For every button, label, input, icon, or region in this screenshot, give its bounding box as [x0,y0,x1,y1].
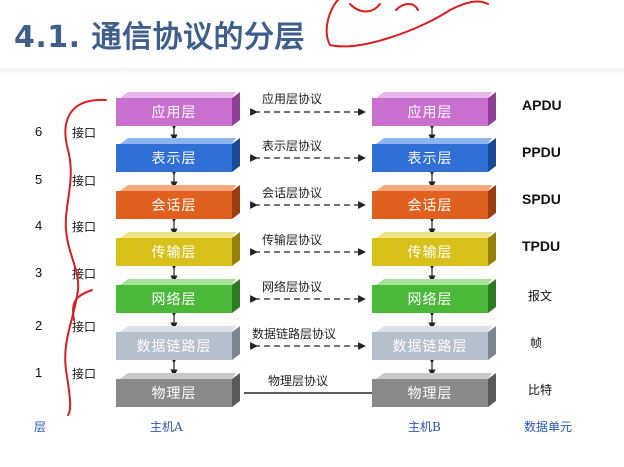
interface-label-6: 接口 [72,126,97,140]
pdu-label-application: APDU [522,97,562,113]
interface-number-1: 1 [35,365,43,380]
footer-data-unit-label: 数据单元 [524,420,573,434]
interface-label-3: 接口 [72,267,97,281]
protocol-label-physical: 物理层协议 [268,374,329,388]
footer-host-a-label: 主机A [150,420,183,434]
host-b-presentation-layer: 表示层 [372,144,488,172]
pdu-label-transport: TPDU [522,238,561,254]
host-a-presentation-layer: 表示层 [116,144,232,172]
host-a-transport-layer: 传输层 [116,238,232,266]
host-a-application-layer: 应用层 [116,98,232,126]
interface-label-4: 接口 [72,220,97,234]
protocol-label-data-link: 数据链路层协议 [252,327,337,341]
pdu-label-session: SPDU [522,191,561,207]
protocol-label-session: 会话层协议 [262,186,323,200]
interface-number-4: 4 [35,218,43,233]
interface-label-2: 接口 [72,320,97,334]
protocol-label-application: 应用层协议 [262,92,323,106]
footer-host-b-label: 主机B [408,420,441,434]
interface-label-1: 接口 [72,367,97,381]
host-b-session-layer: 会话层 [372,191,488,219]
pdu-label-data-link: 帧 [530,336,543,350]
pdu-label-presentation: PPDU [522,144,561,160]
interface-number-3: 3 [35,265,43,280]
footer-layer-label: 层 [34,420,47,434]
protocol-label-network: 网络层协议 [262,280,323,294]
host-a-data-link-layer: 数据链路层 [116,332,232,360]
host-a-physical-layer: 物理层 [116,379,232,407]
interface-number-6: 6 [35,124,43,139]
interface-number-2: 2 [35,318,43,333]
title-divider [0,68,624,76]
host-a-session-layer: 会话层 [116,191,232,219]
host-b-transport-layer: 传输层 [372,238,488,266]
page-title: 4.1. 通信协议的分层 [14,20,305,55]
protocol-label-transport: 传输层协议 [262,233,323,247]
interface-number-5: 5 [35,172,43,187]
pdu-label-physical: 比特 [528,383,553,397]
interface-label-5: 接口 [72,174,97,188]
pdu-label-network: 报文 [528,289,553,303]
host-b-data-link-layer: 数据链路层 [372,332,488,360]
host-a-network-layer: 网络层 [116,285,232,313]
protocol-label-presentation: 表示层协议 [262,139,323,153]
host-b-application-layer: 应用层 [372,98,488,126]
host-b-network-layer: 网络层 [372,285,488,313]
host-b-physical-layer: 物理层 [372,379,488,407]
